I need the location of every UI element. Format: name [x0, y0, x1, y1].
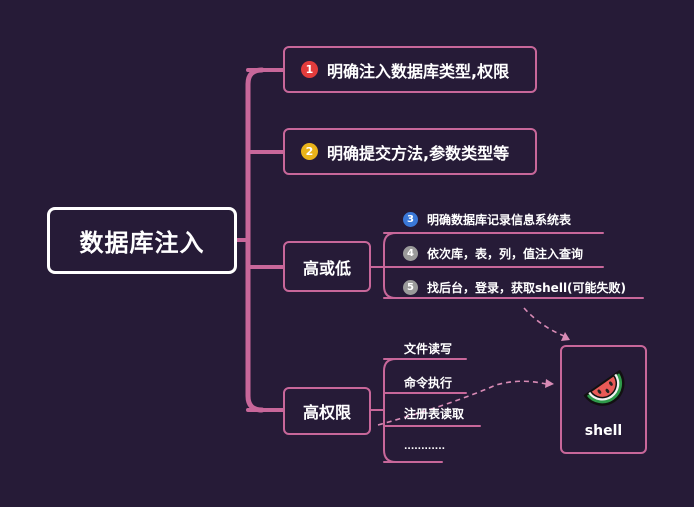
- leaf-registry-read-label: 注册表读取: [404, 407, 465, 421]
- leaf-more-label: ............: [404, 442, 446, 452]
- branch-db-type[interactable]: 1 明确注入数据库类型,权限: [283, 46, 537, 93]
- number-5-icon: 5: [403, 280, 418, 295]
- branch-high-privilege[interactable]: 高权限: [283, 387, 371, 435]
- leaf-file-read-write-label: 文件读写: [404, 342, 453, 356]
- root-label: 数据库注入: [79, 229, 205, 257]
- number-1-icon: 1: [301, 61, 318, 78]
- branch-submit-method-label: 明确提交方法,参数类型等: [327, 143, 510, 163]
- root-node[interactable]: 数据库注入: [47, 207, 237, 274]
- branch-high-or-low[interactable]: 高或低: [283, 241, 371, 292]
- branch-db-type-label: 明确注入数据库类型,权限: [327, 61, 510, 81]
- leaf-more[interactable]: ............: [404, 442, 445, 452]
- watermelon-icon: [583, 370, 624, 406]
- branch-high-or-low-label: 高或低: [302, 258, 351, 278]
- branch-submit-method[interactable]: 2 明确提交方法,参数类型等: [283, 128, 537, 175]
- leaf-command-exec-label: 命令执行: [404, 376, 453, 390]
- branch-high-privilege-label: 高权限: [302, 403, 351, 422]
- leaf-file-read-write[interactable]: 文件读写: [404, 340, 452, 357]
- number-3-icon: 3: [403, 212, 418, 227]
- leaf-system-tables[interactable]: 3 明确数据库记录信息系统表: [403, 211, 571, 228]
- leaf-find-backend-label: 找后台，登录，获取shell(可能失败): [427, 281, 627, 295]
- leaf-injection-query[interactable]: 4 依次库，表，列，值注入查询: [403, 245, 583, 262]
- leaf-command-exec[interactable]: 命令执行: [404, 374, 452, 391]
- shell-node[interactable]: shell: [560, 345, 647, 454]
- leaf-find-backend[interactable]: 5 找后台，登录，获取shell(可能失败): [403, 279, 626, 296]
- number-4-icon: 4: [403, 246, 418, 261]
- shell-label: shell: [584, 423, 623, 439]
- leaf-system-tables-label: 明确数据库记录信息系统表: [427, 213, 572, 227]
- number-2-icon: 2: [301, 143, 318, 160]
- leaf-injection-query-label: 依次库，表，列，值注入查询: [427, 247, 584, 261]
- leaf-registry-read[interactable]: 注册表读取: [404, 405, 464, 422]
